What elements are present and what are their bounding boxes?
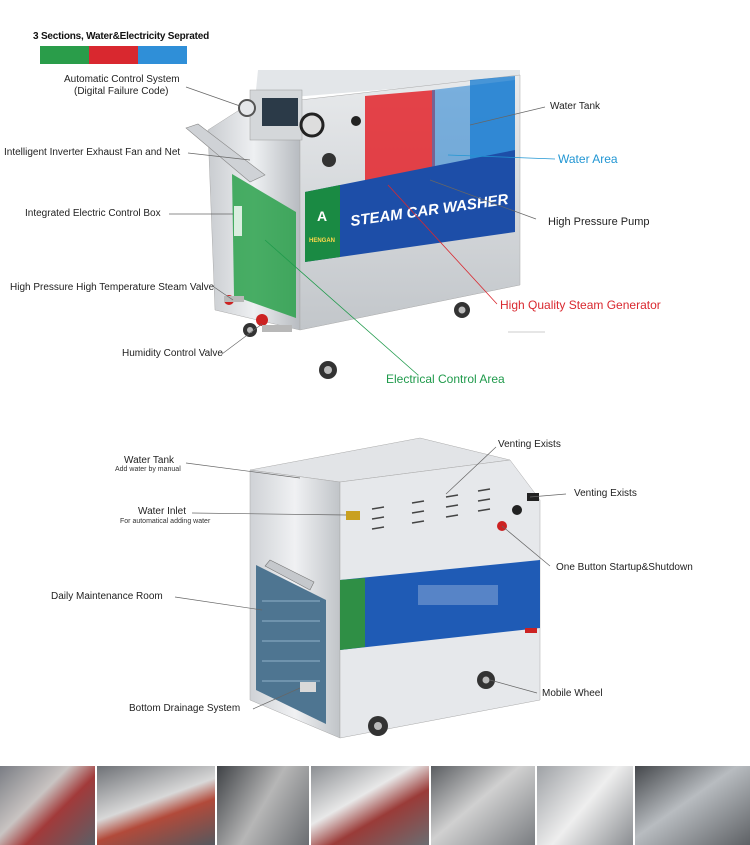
label-bottom-drainage-system: Bottom Drainage System <box>129 703 241 714</box>
usage-photo-6 <box>537 766 633 845</box>
label-add-water-manual: Add water by manual <box>115 466 181 473</box>
label-humidity-control-valve: Humidity Control Valve <box>122 348 223 359</box>
usage-photo-4 <box>311 766 429 845</box>
label-mobile-wheel: Mobile Wheel <box>542 688 603 699</box>
legend-swatch-water <box>138 46 187 64</box>
label-electric-control-box: Integrated Electric Control Box <box>25 208 161 219</box>
svg-text:HENGAN: HENGAN <box>309 238 335 244</box>
steam-car-washer-bottom-illustration <box>249 437 541 739</box>
label-water-area: Water Area <box>558 152 618 166</box>
label-steam-generator: High Quality Steam Generator <box>500 298 661 312</box>
legend-swatch-steam <box>89 46 138 64</box>
usage-photo-7 <box>635 766 750 845</box>
label-venting-exists-top: Venting Exists <box>498 439 561 450</box>
label-high-pressure-pump: High Pressure Pump <box>548 216 650 228</box>
label-water-tank-top: Water Tank <box>550 101 601 112</box>
steam-car-washer-top-illustration: A HENGAN STEAM CAR WASHER <box>185 70 521 379</box>
label-one-button-startup: One Button Startup&Shutdown <box>556 562 693 573</box>
usage-photo-3 <box>217 766 309 845</box>
label-exhaust-fan-net: Intelligent Inverter Exhaust Fan and Net <box>4 147 181 158</box>
label-electrical-control-area: Electrical Control Area <box>386 372 505 386</box>
label-water-tank-bottom: Water Tank <box>124 455 175 466</box>
label-venting-exists-side: Venting Exists <box>574 488 637 499</box>
label-daily-maintenance-room: Daily Maintenance Room <box>51 591 163 602</box>
usage-photo-5 <box>431 766 535 845</box>
usage-photo-2 <box>97 766 215 845</box>
usage-photo-1 <box>0 766 95 845</box>
svg-text:A: A <box>317 208 327 224</box>
label-automatic-control-system: Automatic Control System <box>64 74 180 85</box>
label-digital-failure-code: (Digital Failure Code) <box>74 86 169 97</box>
sections-legend-title: 3 Sections, Water&Electricity Seprated <box>33 31 209 42</box>
label-water-inlet: Water Inlet <box>138 506 186 517</box>
label-automatical-adding-water: For automatical adding water <box>120 518 211 525</box>
legend-swatch-electrical <box>40 46 89 64</box>
label-steam-valve: High Pressure High Temperature Steam Val… <box>10 282 215 293</box>
